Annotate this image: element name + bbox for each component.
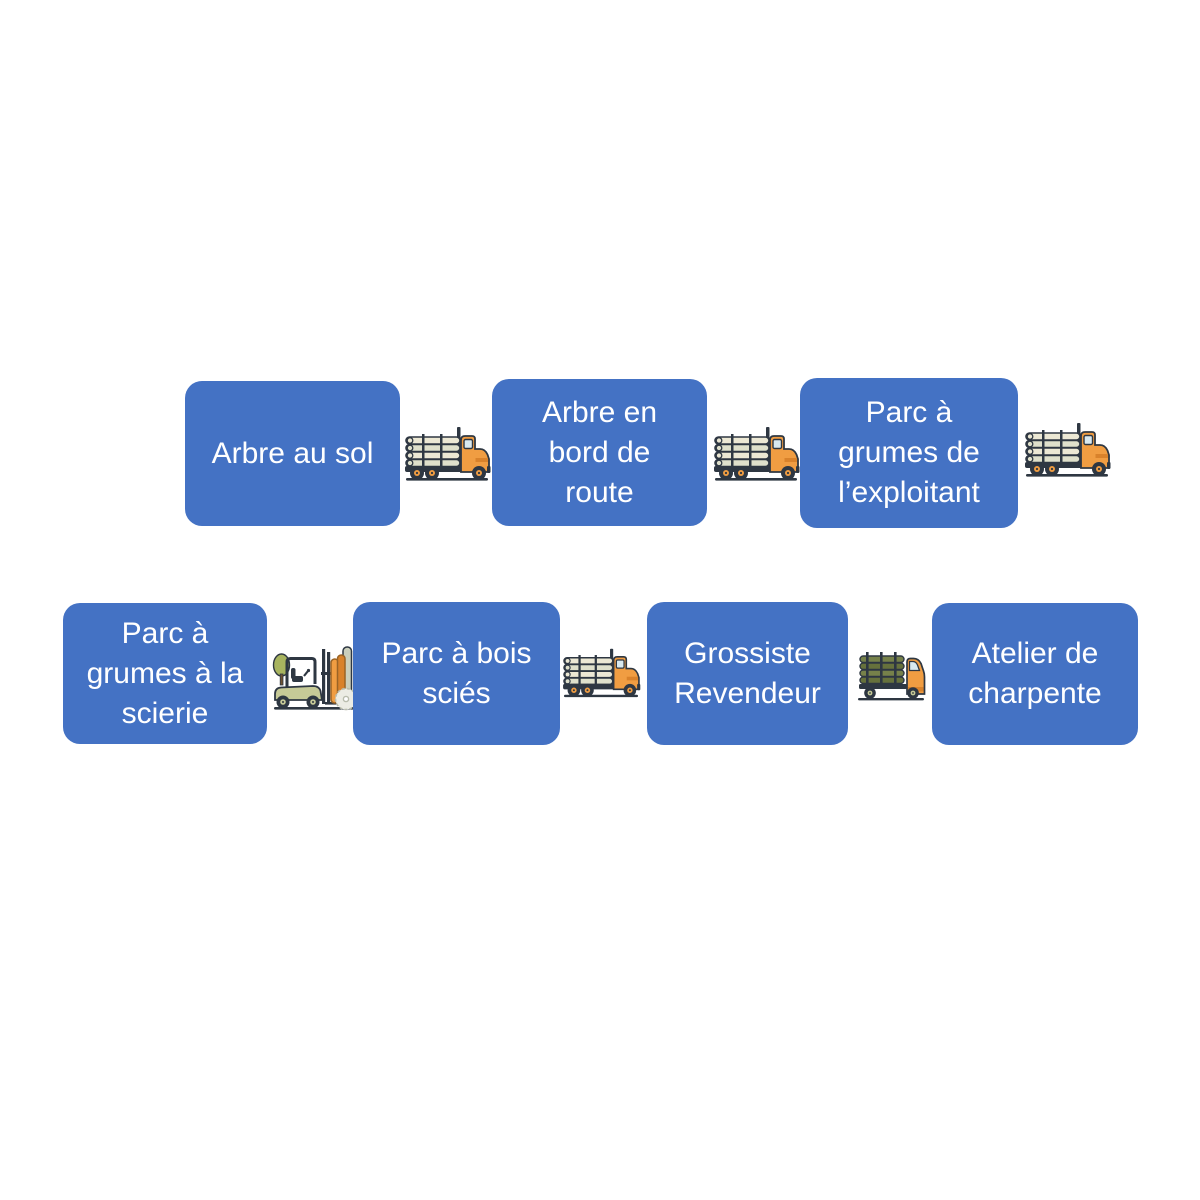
step-box-arbre-en-bord-de-route: Arbre en bord de route <box>492 379 707 526</box>
log-truck-icon <box>561 646 641 702</box>
step-box-parc-a-grumes-exploitant: Parc à grumes de l’exploitant <box>800 378 1018 528</box>
forklift-icon <box>271 642 357 712</box>
step-box-arbre-au-sol: Arbre au sol <box>185 381 400 526</box>
step-label-arbre-en-bord-de-route: Arbre en bord de route <box>541 395 658 509</box>
step-label-parc-a-bois-scies: Parc à bois sciés <box>381 636 532 710</box>
step-box-grossiste-revendeur: Grossiste Revendeur <box>647 602 848 745</box>
step-label-arbre-au-sol: Arbre au sol <box>211 436 374 470</box>
step-box-parc-a-grumes-scierie: Parc à grumes à la scierie <box>63 603 267 744</box>
step-box-atelier-de-charpente: Atelier de charpente <box>932 603 1138 745</box>
log-truck-icon <box>712 424 800 486</box>
log-truck-icon <box>1023 420 1111 482</box>
step-label-atelier-de-charpente: Atelier de charpente <box>968 637 1102 710</box>
step-label-parc-a-grumes-exploitant: Parc à grumes de l’exploitant <box>838 396 980 509</box>
step-label-grossiste-revendeur: Grossiste Revendeur <box>674 636 821 710</box>
step-label-parc-a-grumes-scierie: Parc à grumes à la scierie <box>86 616 244 730</box>
log-truck-icon <box>403 424 491 486</box>
log-van-icon <box>856 647 926 703</box>
step-box-parc-a-bois-scies: Parc à bois sciés <box>353 602 560 745</box>
